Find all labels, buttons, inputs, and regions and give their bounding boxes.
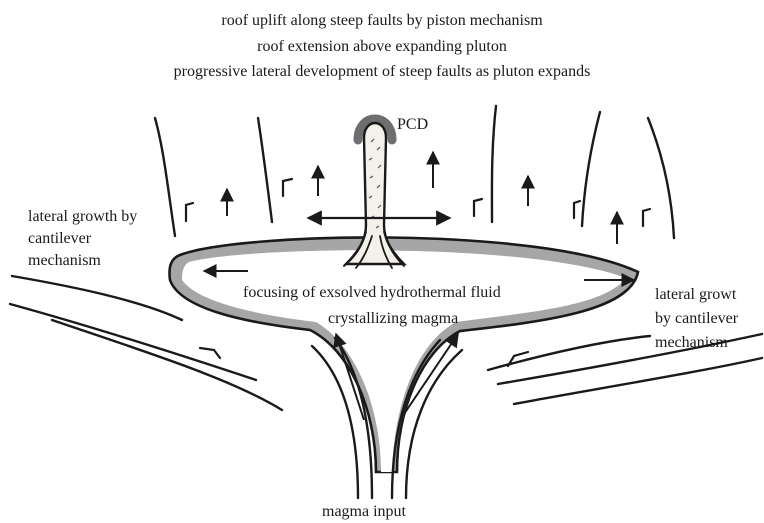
fault-right-inner [492,106,496,222]
focusing-fluid-label: focusing of exsolved hydrothermal fluid [243,285,501,301]
caption-roof-uplift: roof uplift along steep faults by piston… [0,13,764,29]
lateral-growth-left-label: lateral growth by cantilever mechanism [28,206,137,272]
shear-mark [186,203,193,221]
caption-fault-development: progressive lateral development of steep… [0,64,764,80]
fault-left-outer [155,118,175,236]
magma-input-label: magma input [322,504,406,520]
fault-left-inner [258,118,272,222]
lateral-growth-right-label: lateral growt by cantilever mechanism [655,283,738,355]
cantilever-left-mid [10,304,256,380]
fault-right-mid [582,112,600,226]
crystallizing-magma-label: crystallizing magma [328,311,458,327]
label-line: cantilever [28,228,137,250]
label-line: lateral growth by [28,206,137,228]
shear-mark [200,348,220,358]
pcd-label: PCD [397,117,428,133]
shear-mark [643,209,650,226]
fault-right-outer [648,118,674,238]
cantilever-left-lower [52,320,282,410]
caption-roof-extension: roof extension above expanding pluton [0,39,764,55]
label-line: lateral growt [655,283,738,307]
label-line: by cantilever [655,307,738,331]
label-line: mechanism [28,250,137,272]
shear-mark [574,201,580,218]
label-line: mechanism [655,331,738,355]
shear-mark [474,199,482,216]
cantilever-right-upper [488,336,650,370]
uplift-arrows [227,152,617,244]
cantilever-right-lower [514,358,762,404]
shear-mark [283,179,292,196]
cantilever-left-upper [12,276,182,320]
